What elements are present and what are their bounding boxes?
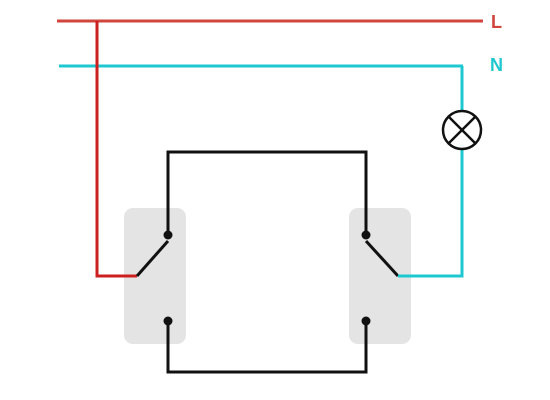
lamp-return-wire	[398, 150, 464, 278]
live-feed-wire	[95, 21, 137, 278]
switch-left-terminal-bottom	[163, 316, 173, 326]
switch-left-body	[124, 208, 186, 344]
switch-left-lever	[135, 240, 170, 277]
traveler-wire-top	[166, 150, 368, 235]
traveler-wire-bottom	[166, 321, 368, 374]
switch-right-lever	[364, 239, 400, 278]
neutral-label: N	[490, 55, 503, 75]
switch-right-terminal-bottom	[361, 316, 371, 326]
switch-left-terminal-top	[163, 230, 173, 240]
lamp-icon	[441, 109, 483, 151]
live-label: L	[491, 12, 502, 32]
switch-right-body	[349, 208, 411, 344]
switch-right-terminal-top	[361, 230, 371, 240]
